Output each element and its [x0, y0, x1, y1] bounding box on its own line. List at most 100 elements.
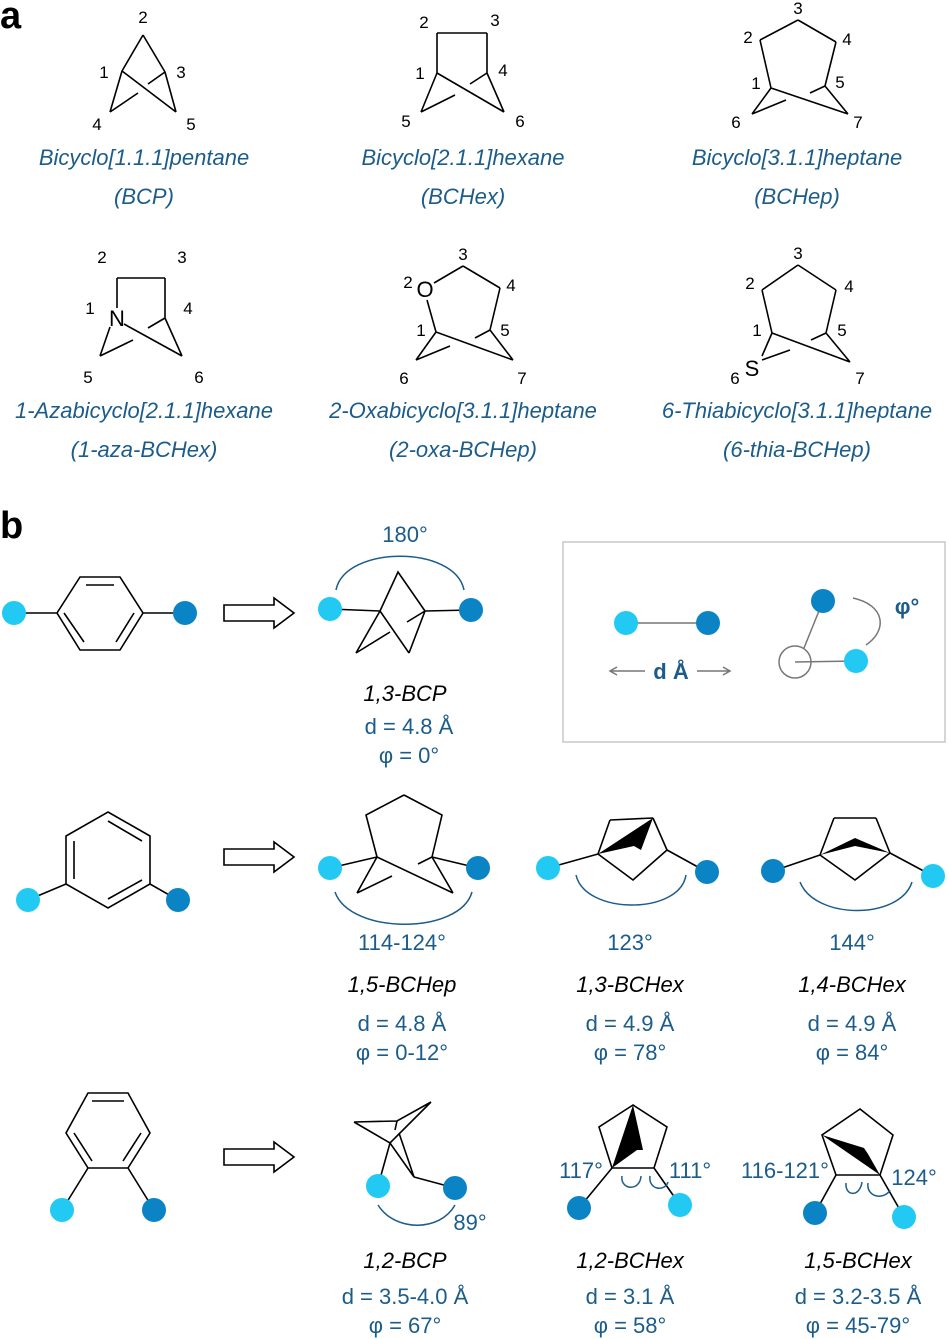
structure-aza-bchex: N 2 3 1 4 5 6 1-Azabicyclo[2.1.1]hexane … — [15, 248, 273, 462]
phi-value: φ = 45-79° — [806, 1313, 910, 1338]
structure-name: Bicyclo[2.1.1]hexane — [361, 145, 564, 170]
phi-value: φ = 58° — [594, 1313, 667, 1338]
atom-number: 4 — [183, 299, 192, 318]
phi-value: φ = 67° — [369, 1313, 442, 1338]
angle-right-label: 124° — [891, 1165, 937, 1190]
atom-number: 2 — [745, 274, 754, 293]
bchex-15: 116-121° 124° 1,5-BCHex d = 3.2-3.5 Å φ … — [741, 1108, 937, 1338]
motif-name: 1,3-BCP — [363, 681, 446, 706]
distance-legend: d Å — [653, 658, 689, 684]
distance-value: d = 4.9 Å — [808, 1011, 897, 1036]
para-benzene — [2, 576, 197, 651]
bchex-14: 144° 1,4-BCHex d = 4.9 Å φ = 84° — [761, 817, 945, 1065]
atom-number: 7 — [855, 369, 864, 388]
angle-right-label: 111° — [669, 1158, 711, 1183]
atom-number: 6 — [194, 368, 203, 387]
structure-abbr: (BCHex) — [421, 184, 505, 209]
atom-number: 6 — [399, 369, 408, 388]
structure-name: Bicyclo[3.1.1]heptane — [692, 145, 902, 170]
atom-number: 5 — [500, 321, 509, 340]
atom-number: 1 — [99, 63, 108, 82]
distance-value: d = 4.8 Å — [365, 714, 454, 739]
structure-abbr: (BCHep) — [754, 184, 840, 209]
angle-left-label: 116-121° — [741, 1158, 829, 1183]
structure-name: 6-Thiabicyclo[3.1.1]heptane — [662, 398, 932, 423]
atom-number: 3 — [177, 248, 186, 267]
atom-number: 4 — [92, 115, 101, 134]
bcp-12: 89° 1,2-BCP d = 3.5-4.0 Å φ = 67° — [342, 1101, 487, 1338]
distance-value: d = 3.1 Å — [586, 1284, 675, 1309]
bcp-13: 180° 1,3-BCP d = 4.8 Å φ = 0° — [318, 522, 483, 768]
motif-name: 1,3-BCHex — [576, 972, 685, 997]
motif-name: 1,5-BCHep — [348, 972, 457, 997]
atom-number: 2 — [138, 8, 147, 27]
structure-name: Bicyclo[1.1.1]pentane — [39, 145, 249, 170]
atom-number: 4 — [844, 277, 853, 296]
atom-number: 4 — [842, 30, 851, 49]
atom-number: 3 — [176, 63, 185, 82]
structure-name: 2-Oxabicyclo[3.1.1]heptane — [328, 398, 597, 423]
structure-bchex: 2 3 1 4 5 6 Bicyclo[2.1.1]hexane (BCHex) — [361, 11, 564, 209]
atom-number: 1 — [416, 321, 425, 340]
panel-b-label: b — [0, 505, 23, 547]
motif-name: 1,4-BCHex — [798, 972, 907, 997]
bchex-12: 117° 111° 1,2-BCHex d = 3.1 Å φ = 58° — [559, 1104, 711, 1338]
atom-number: 5 — [83, 368, 92, 387]
motif-name: 1,2-BCHex — [576, 1248, 685, 1273]
atom-number: 6 — [730, 369, 739, 388]
phi-value: φ = 78° — [594, 1040, 667, 1065]
sulfur-atom: S — [745, 356, 760, 381]
distance-value: d = 4.8 Å — [358, 1011, 447, 1036]
atom-number: 5 — [401, 112, 410, 131]
atom-number: 6 — [515, 112, 524, 131]
atom-number: 1 — [752, 321, 761, 340]
structure-abbr: (2-oxa-BCHep) — [389, 437, 537, 462]
angle-legend: φ° — [895, 594, 920, 619]
structure-name: 1-Azabicyclo[2.1.1]hexane — [15, 398, 273, 423]
bchex-13: 123° 1,3-BCHex d = 4.9 Å φ = 78° — [536, 817, 719, 1065]
structure-thia-bchep: S 3 2 4 1 5 6 7 6-Thiabicyclo[3.1.1]hept… — [662, 244, 932, 462]
atom-number: 2 — [403, 273, 412, 292]
nitrogen-atom: N — [109, 306, 125, 331]
angle-label: 123° — [607, 930, 653, 955]
atom-number: 4 — [498, 61, 507, 80]
blue-substituent — [173, 601, 197, 625]
motif-name: 1,5-BCHex — [804, 1248, 913, 1273]
angle-left-label: 117° — [559, 1158, 603, 1183]
atom-number: 1 — [415, 64, 424, 83]
meta-benzene — [16, 811, 190, 912]
legend-box: d Å φ° — [562, 541, 946, 743]
bchep-15: 114-124° 1,5-BCHep d = 4.8 Å φ = 0-12° — [318, 794, 490, 1065]
oxygen-atom: O — [416, 277, 433, 302]
atom-number: 4 — [506, 276, 515, 295]
structure-bcp: 2 1 3 4 5 Bicyclo[1.1.1]pentane (BCP) — [39, 8, 249, 209]
atom-number: 5 — [837, 321, 846, 340]
atom-number: 7 — [853, 113, 862, 132]
distance-value: d = 3.2-3.5 Å — [795, 1284, 922, 1309]
angle-label: 114-124° — [358, 930, 446, 955]
atom-number: 7 — [517, 369, 526, 388]
open-arrow-icon — [223, 840, 296, 874]
angle-label: 180° — [382, 522, 428, 547]
atom-number: 6 — [731, 113, 740, 132]
structure-abbr: (1-aza-BCHex) — [71, 437, 218, 462]
motif-name: 1,2-BCP — [363, 1248, 446, 1273]
atom-number: 2 — [419, 13, 428, 32]
atom-number: 3 — [793, 0, 802, 18]
distance-value: d = 3.5-4.0 Å — [342, 1284, 469, 1309]
phi-value: φ = 84° — [816, 1040, 889, 1065]
open-arrow-icon — [223, 596, 296, 630]
atom-number: 1 — [85, 299, 94, 318]
atom-number: 5 — [835, 73, 844, 92]
structure-abbr: (6-thia-BCHep) — [723, 437, 871, 462]
atom-number: 3 — [490, 11, 499, 30]
atom-number: 3 — [793, 244, 802, 263]
atom-number: 5 — [186, 115, 195, 134]
atom-number: 2 — [97, 248, 106, 267]
panel-a-label: a — [0, 0, 22, 37]
angle-label: 89° — [453, 1210, 486, 1235]
structure-bchep: 3 2 4 1 5 6 7 Bicyclo[3.1.1]heptane (BCH… — [692, 0, 902, 209]
distance-value: d = 4.9 Å — [586, 1011, 675, 1036]
angle-label: 144° — [829, 930, 875, 955]
